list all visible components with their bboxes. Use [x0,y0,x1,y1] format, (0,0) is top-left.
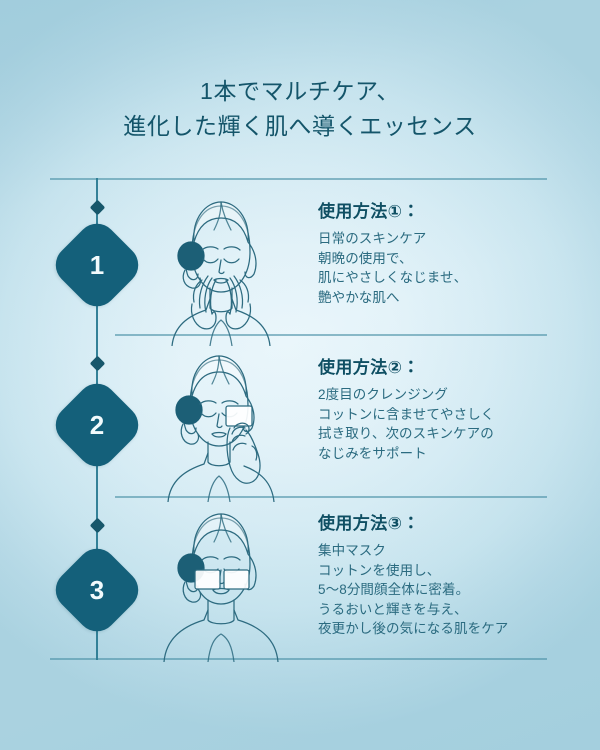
step-2-heading: 使用方法②： [318,358,420,377]
step-3-text: 使用方法③： 集中マスク コットンを使用し、 5〜8分間顔全体に密着。 うるおい… [318,514,586,639]
step-row-1: 使用方法①： 日常のスキンケア 朝晩の使用で、 肌にやさしくなじませ、 艶やかな… [0,196,600,346]
step-row-3: 使用方法③： 集中マスク コットンを使用し、 5〜8分間顔全体に密着。 うるおい… [0,512,600,662]
step-row-2: 使用方法②： 2度目のクレンジング コットンに含ませてやさしく 拭き取り、次のス… [0,352,600,502]
step-2-text: 使用方法②： 2度目のクレンジング コットンに含ませてやさしく 拭き取り、次のス… [318,358,586,463]
step-1-heading: 使用方法①： [318,202,420,221]
headline-line-2: 進化した輝く肌へ導くエッセンス [123,113,477,139]
step-1-text: 使用方法①： 日常のスキンケア 朝晩の使用で、 肌にやさしくなじませ、 艶やかな… [318,202,586,307]
headline-line-1: 1本でマルチケア、 [200,78,400,104]
step-1-illustration [148,196,294,346]
step-2-body: 2度目のクレンジング コットンに含ませてやさしく 拭き取り、次のスキンケアの な… [318,387,495,461]
step-2-illustration [148,352,294,502]
separator-step-1-2 [115,334,547,336]
separator-top [50,178,547,180]
step-3-illustration [148,512,294,662]
separator-bottom [50,658,547,660]
step-1-body: 日常のスキンケア 朝晩の使用で、 肌にやさしくなじませ、 艶やかな肌へ [318,231,468,305]
page-headline: 1本でマルチケア、 進化した輝く肌へ導くエッセンス [0,74,600,144]
step-3-body: 集中マスク コットンを使用し、 5〜8分間顔全体に密着。 うるおいと輝きを与え、… [318,543,509,636]
separator-step-2-3 [115,496,547,498]
step-3-heading: 使用方法③： [318,514,420,533]
